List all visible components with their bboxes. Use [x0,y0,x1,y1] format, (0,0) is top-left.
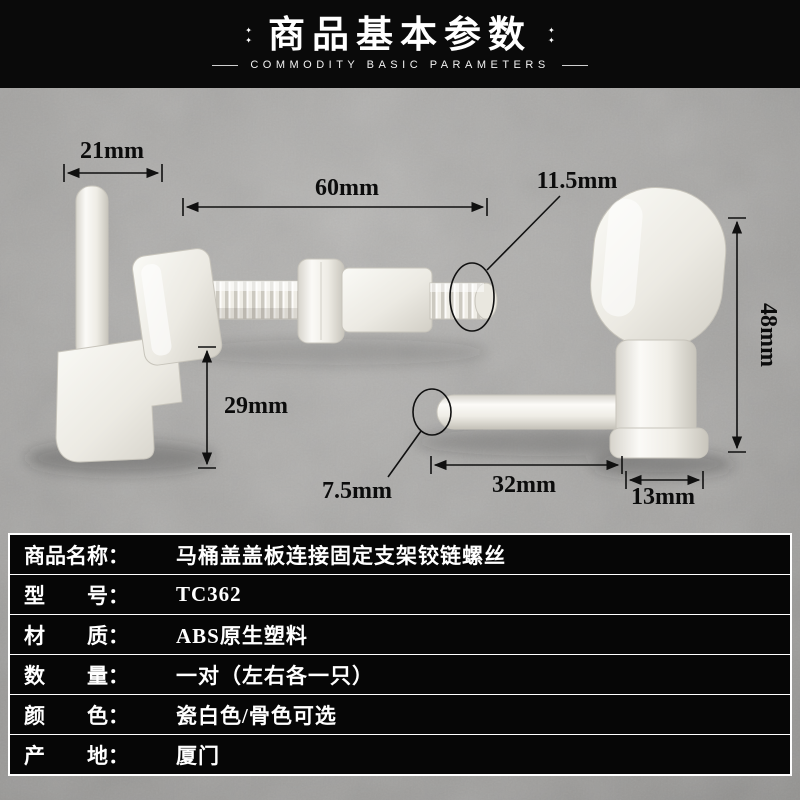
dimension-label-11.5mm: 11.5mm [537,168,618,194]
header-subtitle: COMMODITY BASIC PARAMETERS [212,59,588,71]
spec-row-quantity: 数 量： 一对（左右各一只） [10,655,790,695]
spec-label: 材 质： [24,623,129,648]
spec-row-material: 材 质： ABS原生塑料 [10,615,790,655]
subtitle-line-right [561,64,588,66]
spec-value: 一对（左右各一只） [176,663,374,688]
subtitle-line-left [212,64,239,66]
callout-leader-thread [486,195,561,271]
subtitle-text: COMMODITY BASIC PARAMETERS [250,59,550,71]
mount-hub [615,339,697,439]
spec-label: 颜 色： [24,703,129,728]
dimension-label-48mm: 48mm [755,303,781,367]
callout-circle-thread-tip [449,262,495,332]
hinge-pin-horizontal [436,394,638,430]
spec-row-product-name: 商品名称： 马桶盖盖板连接固定支架铰链螺丝 [10,535,790,575]
spec-label: 型 号： [24,583,129,608]
dimension-label-21mm: 21mm [80,138,144,164]
bolt-square-nut [341,267,433,333]
callout-circle-pin-tip [412,388,452,436]
dimension-label-29mm: 29mm [224,393,288,419]
hinge-slab-plate [132,248,223,366]
spec-label: 产 地： [24,743,129,768]
hinge-pin-vertical [75,185,109,362]
page-title: 商品基本参数 [268,15,532,56]
spec-value: 瓷白色/骨色可选 [176,703,337,728]
dimension-labels: 21mm 60mm 11.5mm 48mm 29mm 7.5mm 32mm 13… [80,138,781,510]
left-hinge-part [55,185,498,463]
mount-base-flange [609,427,709,459]
spec-value: 马桶盖盖板连接固定支架铰链螺丝 [176,543,506,568]
spec-table: 商品名称： 马桶盖盖板连接固定支架铰链螺丝 型 号： TC362 材 质： AB… [8,533,792,776]
spec-value: TC362 [176,582,242,606]
header-banner: ✦ ✦ 商品基本参数 ✦ ✦ COMMODITY BASIC PARAMETER… [0,0,800,88]
dimension-label-13mm: 13mm [631,484,695,510]
callout-leader-pin [387,430,422,478]
spec-row-color: 颜 色： 瓷白色/骨色可选 [10,695,790,735]
dimension-label-60mm: 60mm [315,175,379,201]
spec-value: ABS原生塑料 [176,623,308,648]
spec-row-model: 型 号： TC362 [10,575,790,615]
spec-value: 厦门 [176,743,220,768]
product-illustration: 21mm 60mm 11.5mm 48mm 29mm 7.5mm 32mm 13… [25,138,781,510]
dimension-label-7.5mm: 7.5mm [322,478,392,504]
dimension-label-32mm: 32mm [492,472,556,498]
dimension-annotations [63,164,746,489]
title-ornament-right: ✦ ✦ [548,25,555,45]
spec-row-origin: 产 地： 厦门 [10,735,790,774]
spec-label: 商品名称： [24,543,129,568]
right-hinge-part [436,187,727,459]
title-row: ✦ ✦ 商品基本参数 ✦ ✦ [245,17,554,54]
spec-label: 数 量： [24,663,129,688]
title-ornament-left: ✦ ✦ [245,25,252,45]
